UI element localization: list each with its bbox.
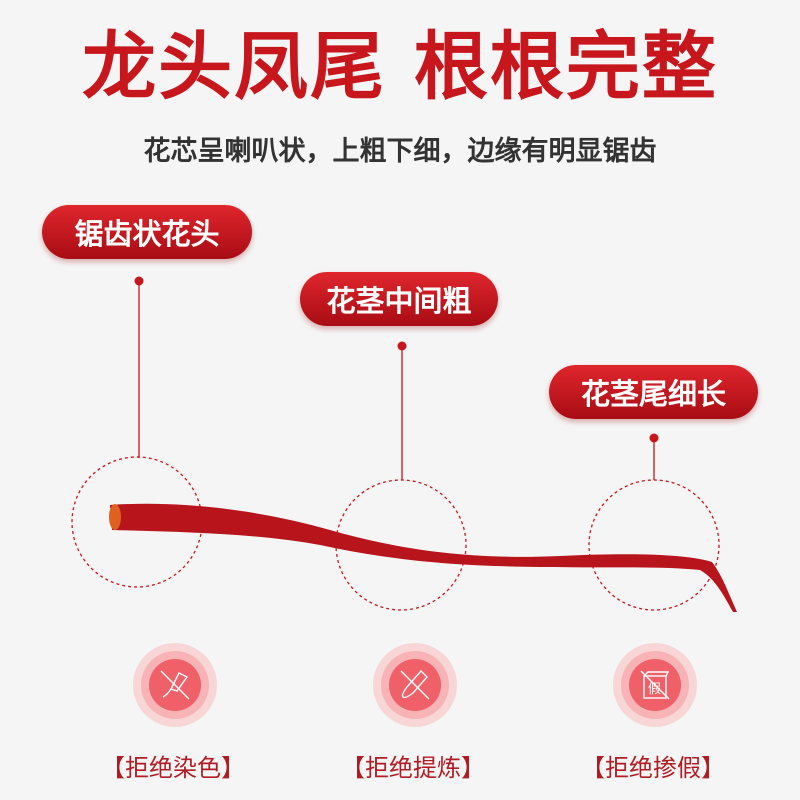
page-title: 龙头凤尾 根根完整 xyxy=(82,24,718,110)
callout-thin-tail: 花茎尾细长 xyxy=(549,365,758,419)
callout-dot xyxy=(649,433,659,443)
saffron-thread xyxy=(110,503,737,612)
callout-dot xyxy=(397,341,407,351)
feature-no-dye: 【拒绝染色】 xyxy=(101,754,245,782)
saffron-head xyxy=(109,504,121,530)
no-extraction-icon xyxy=(373,643,457,727)
dashed-circle xyxy=(335,479,467,611)
callout-thick-middle: 花茎中间粗 xyxy=(300,272,498,326)
feature-no-extraction: 【拒绝提炼】 xyxy=(341,754,485,782)
no-dye-icon xyxy=(133,643,217,727)
subtitle: 花芯呈喇叭状，上粗下细，边缘有明显锯齿 xyxy=(143,136,657,167)
callout-dot xyxy=(134,276,144,286)
callout-serrated-head: 锯齿状花头 xyxy=(42,205,252,259)
no-fake-icon: 假 xyxy=(613,643,697,727)
fake-char: 假 xyxy=(648,682,662,697)
dashed-circle xyxy=(588,479,720,611)
feature-no-fake: 【拒绝掺假】 xyxy=(581,754,725,782)
